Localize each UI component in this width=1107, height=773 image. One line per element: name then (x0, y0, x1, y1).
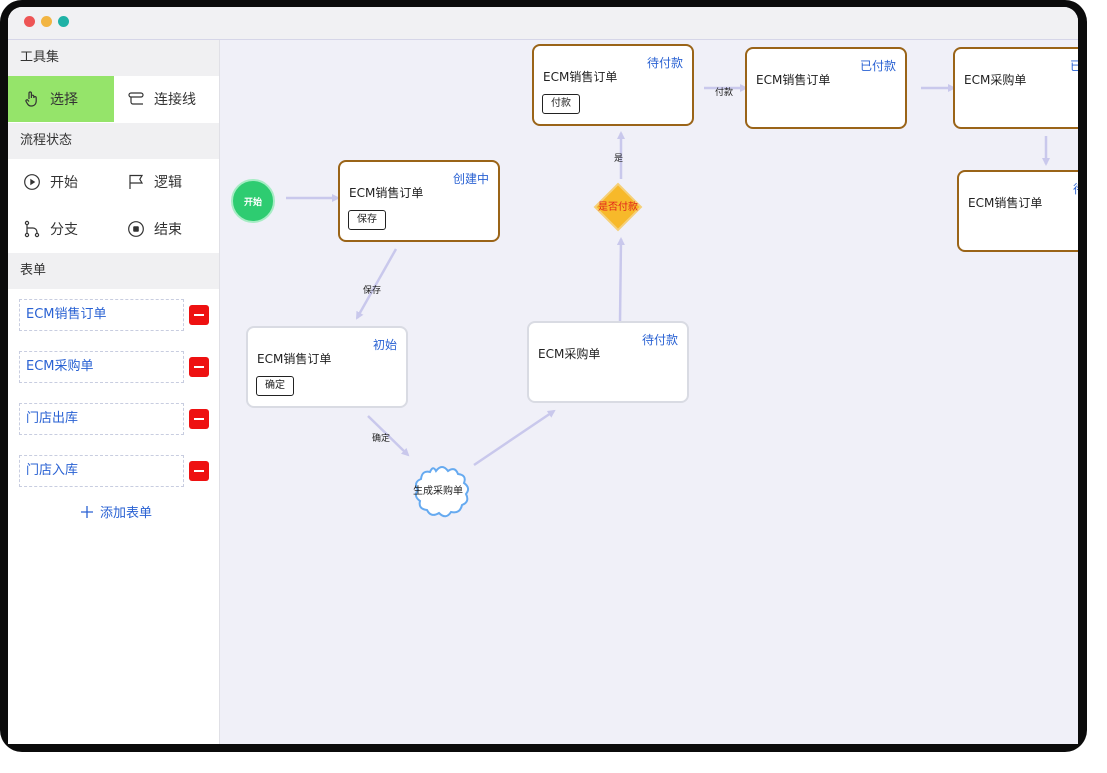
state-logic-label: 逻辑 (154, 175, 182, 191)
node-title: ECM销售订单 (349, 186, 424, 200)
close-window-button[interactable] (24, 16, 35, 27)
edge-label-confirm: 确定 (372, 434, 391, 444)
connector-icon (126, 89, 146, 109)
device-frame: 工具集 选择 连接线 流程状态 开始 (0, 0, 1087, 752)
branch-icon (22, 219, 42, 239)
sidebar: 工具集 选择 连接线 流程状态 开始 (8, 40, 220, 744)
start-node[interactable]: 开始 (231, 179, 275, 223)
node-title: ECM采购单 (538, 347, 601, 361)
state-logic[interactable]: 逻辑 (126, 159, 216, 205)
state-end-label: 结束 (154, 222, 182, 238)
delete-form-button[interactable] (189, 305, 209, 325)
node-sales-order-creating[interactable]: 创建中 ECM销售订单 保存 (338, 160, 500, 242)
flag-icon (126, 172, 146, 192)
plus-icon (80, 505, 94, 519)
stop-circle-icon (126, 219, 146, 239)
pointer-hand-icon (22, 89, 42, 109)
form-item-ecm-purchase-order[interactable]: ECM采购单 (19, 351, 184, 383)
node-status: 待付款 (646, 56, 683, 70)
flow-state-section-title: 流程状态 (8, 123, 219, 159)
node-sales-order-paid[interactable]: 已付款 ECM销售订单 (745, 47, 907, 129)
state-start-label: 开始 (50, 175, 78, 191)
node-status: 已 (1070, 59, 1078, 73)
action-label: 生成采购单 (413, 484, 463, 497)
edge-save (355, 248, 398, 320)
pay-button[interactable]: 付款 (542, 94, 580, 114)
delete-form-button[interactable] (189, 409, 209, 429)
forms-section-title: 表单 (8, 253, 219, 289)
minimize-window-button[interactable] (41, 16, 52, 27)
tool-select-label: 选择 (50, 92, 78, 108)
state-branch-label: 分支 (50, 222, 78, 238)
title-bar (8, 7, 1078, 40)
state-end[interactable]: 结束 (126, 206, 216, 252)
node-status: 待 (1073, 180, 1078, 197)
state-branch[interactable]: 分支 (22, 206, 112, 252)
node-title: ECM销售订单 (543, 70, 618, 84)
node-purchase-order-partial[interactable]: 已 ECM采购单 (953, 47, 1078, 129)
node-title: ECM销售订单 (257, 352, 332, 366)
tool-connector[interactable]: 连接线 (114, 76, 219, 122)
add-form-button[interactable]: 添加表单 (80, 502, 152, 521)
node-status: 已付款 (859, 59, 896, 73)
node-title: ECM销售订单 (756, 73, 831, 87)
node-title: ECM销售订单 (968, 196, 1043, 210)
node-status: 初始 (372, 338, 397, 352)
edge-label-yes: 是 (614, 154, 624, 164)
decision-label: 是否付款 (598, 200, 638, 213)
edge-purchase-to-decision (616, 237, 625, 323)
state-start[interactable]: 开始 (22, 159, 112, 205)
decision-node[interactable]: 是否付款 (593, 182, 643, 232)
toolset-section-title: 工具集 (8, 40, 219, 76)
node-sales-order-pending-payment[interactable]: 待付款 ECM销售订单 付款 (532, 44, 694, 126)
edge-label-save: 保存 (363, 286, 382, 296)
action-node[interactable]: 生成采购单 (413, 466, 470, 518)
node-status: 创建中 (452, 172, 489, 186)
delete-form-button[interactable] (189, 461, 209, 481)
app-window: 工具集 选择 连接线 流程状态 开始 (8, 7, 1078, 744)
node-sales-order-initial[interactable]: 初始 ECM销售订单 确定 (246, 326, 408, 408)
edge-confirm (367, 415, 410, 457)
node-sales-order-partial[interactable]: 待 ECM销售订单 (957, 170, 1078, 252)
edges-layer: 是否付款 生成采购单 (286, 84, 1050, 518)
form-item-store-inbound[interactable]: 门店入库 (19, 455, 184, 487)
form-item-store-outbound[interactable]: 门店出库 (19, 403, 184, 435)
node-status: 待付款 (641, 333, 678, 347)
flow-canvas[interactable]: 是否付款 生成采购单 开始 保存 确定 是 付款 创建中 ECM销售订单 保存 … (220, 40, 1078, 744)
node-title: ECM采购单 (964, 73, 1027, 87)
maximize-window-button[interactable] (58, 16, 69, 27)
add-form-label: 添加表单 (100, 506, 153, 521)
edge-label-pay: 付款 (715, 88, 734, 98)
save-button[interactable]: 保存 (348, 210, 386, 230)
node-purchase-order-pending-payment[interactable]: 待付款 ECM采购单 (527, 321, 689, 403)
tool-connector-label: 连接线 (154, 92, 196, 108)
play-circle-icon (22, 172, 42, 192)
delete-form-button[interactable] (189, 357, 209, 377)
confirm-button[interactable]: 确定 (256, 376, 294, 396)
tool-select[interactable]: 选择 (8, 76, 114, 122)
edge-to-purchase (473, 409, 556, 467)
form-item-ecm-sales-order[interactable]: ECM销售订单 (19, 299, 184, 331)
